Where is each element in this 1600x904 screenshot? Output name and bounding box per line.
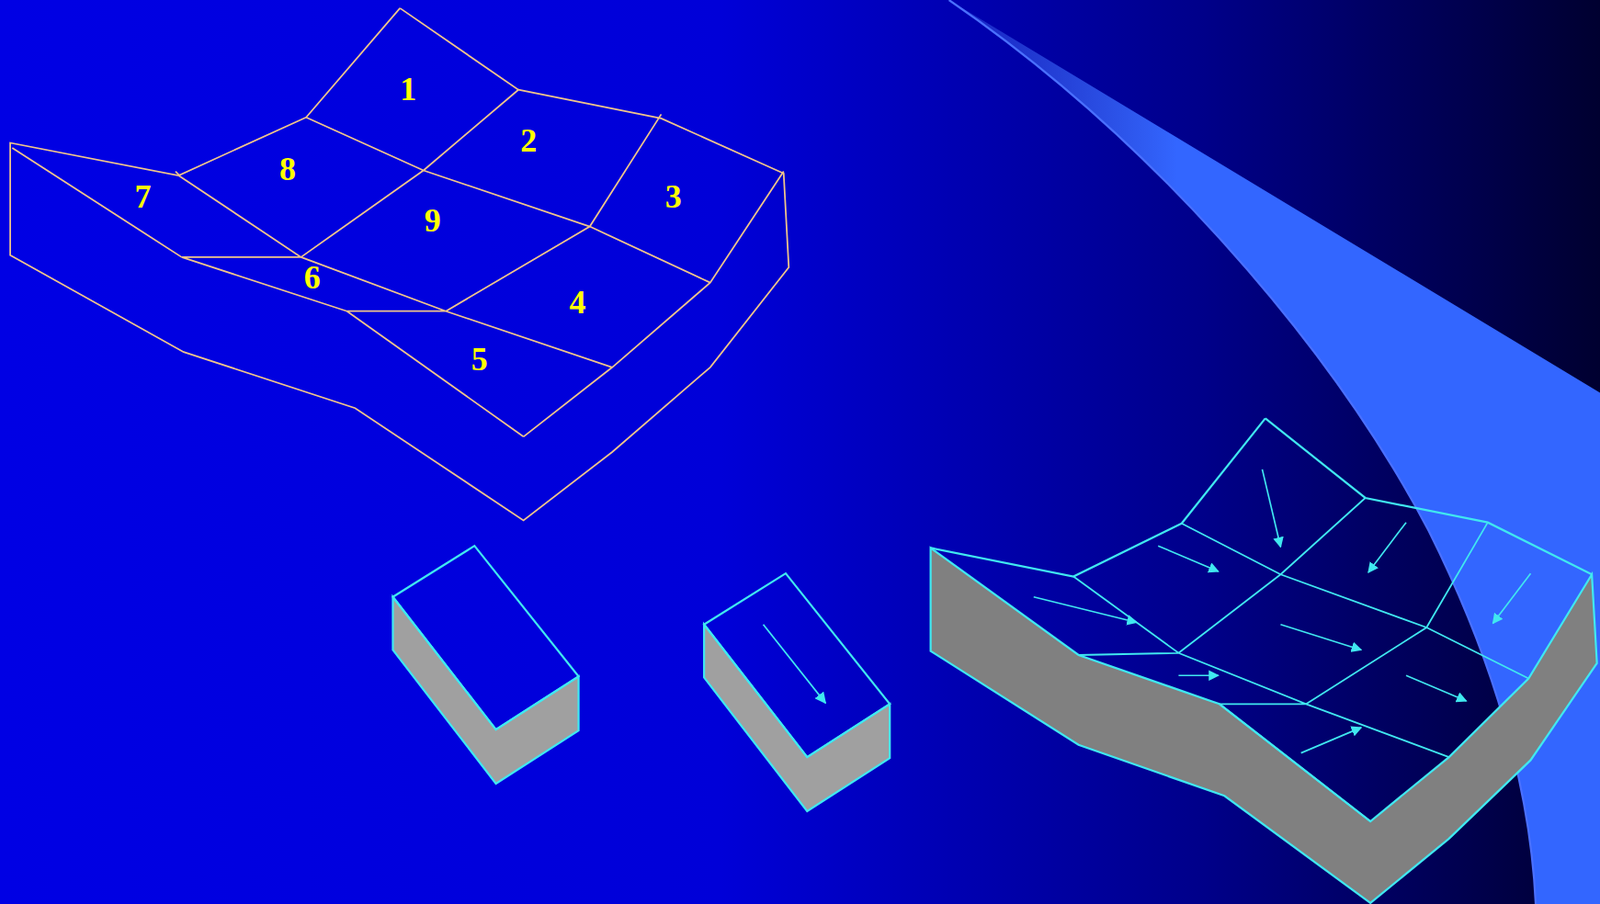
block-plain — [392, 545, 579, 784]
callout-number: 8 — [279, 152, 296, 186]
block-top — [392, 545, 579, 730]
block-side — [703, 624, 890, 812]
landscape-outline — [930, 418, 1592, 577]
numbered-wireframe — [10, 8, 789, 522]
flow-arrow — [1368, 522, 1407, 573]
block-top — [703, 573, 890, 758]
callout-number: 6 — [304, 260, 321, 295]
landscape-grid — [1073, 498, 1529, 822]
block-side — [392, 597, 579, 784]
flow-arrows — [1033, 469, 1532, 754]
flow-arrow — [1492, 573, 1531, 624]
flow-arrow — [1301, 727, 1362, 754]
landscape-side — [930, 547, 1598, 903]
flow-arrow — [1280, 624, 1362, 651]
flow-arrow — [1157, 545, 1219, 572]
block-with-arrow — [703, 573, 890, 812]
callout-number: 9 — [424, 204, 442, 238]
flow-arrow — [1178, 674, 1218, 677]
flow-arrow — [1261, 469, 1281, 547]
flow-arrow — [1406, 675, 1467, 702]
callout-number: 1 — [399, 72, 417, 106]
callout-number: 7 — [134, 180, 151, 214]
wireframe-grid — [175, 90, 784, 438]
wireframe-outline — [10, 8, 789, 522]
flow-arrow — [1033, 597, 1137, 624]
callout-number: 4 — [568, 285, 586, 319]
callout-number: 3 — [665, 180, 682, 214]
callout-number: 2 — [520, 124, 537, 158]
callout-number: 5 — [471, 342, 488, 376]
flow-landscape — [930, 418, 1598, 904]
flow-arrow — [763, 624, 827, 704]
